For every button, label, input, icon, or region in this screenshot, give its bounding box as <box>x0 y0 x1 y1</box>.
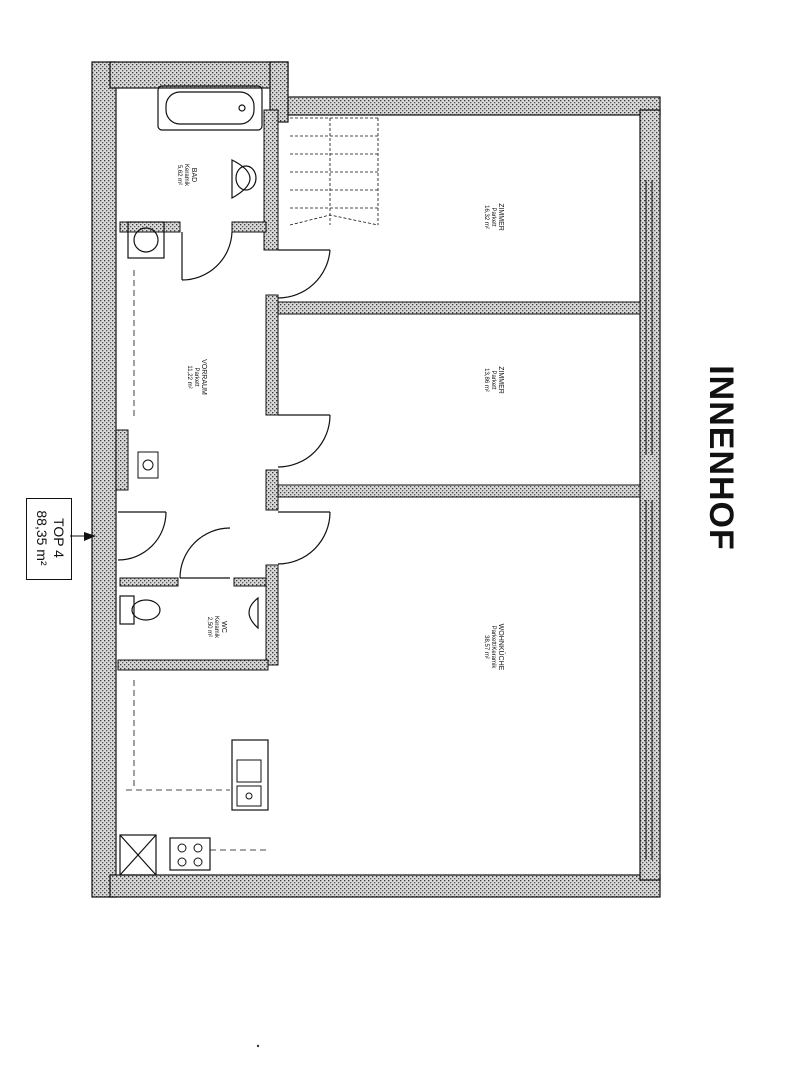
room-floor: Parkett <box>489 370 496 390</box>
room-label-zimmer-2: ZIMMER Parkett 13,86 m² <box>470 350 504 410</box>
kitchen-walls <box>119 739 269 876</box>
interior-walls <box>115 109 641 671</box>
room-name: BAD <box>190 167 197 183</box>
courtyard-windows <box>645 180 653 860</box>
room-label-vorraum: VORRAUM Parkett 11,22 m² <box>173 347 207 407</box>
washing-machine-icon <box>127 221 165 259</box>
room-label-wc: WC Keramik 2,50 m² <box>193 597 227 657</box>
unit-area: 88,35 m² <box>34 510 50 566</box>
doors <box>117 231 331 579</box>
ceiling-lines <box>126 270 268 851</box>
stove-icon <box>177 843 203 867</box>
room-label-zimmer-1: ZIMMER Parkett 16,32 m² <box>470 187 504 247</box>
room-area: 5,62 m² <box>176 164 183 186</box>
room-floor: Parkett <box>192 367 199 387</box>
room-name: ZIMMER <box>497 203 504 231</box>
unit-box <box>26 498 72 580</box>
kitchen-sink-icon <box>236 759 262 807</box>
room-area: 2,50 m² <box>206 616 213 638</box>
exterior-walls <box>91 61 661 898</box>
bathtub-icon <box>157 85 263 131</box>
room-floor: Keramik <box>212 615 219 638</box>
entrance-arrow-icon <box>70 532 96 541</box>
room-floor: Keramik <box>182 163 189 186</box>
room-area: 13,86 m² <box>483 368 490 392</box>
room-name: ZIMMER <box>497 366 504 394</box>
room-area: 16,32 m² <box>483 205 490 229</box>
room-label-wohnkueche: WOHNKÜCHE Parkett/Keramik 38,57 m² <box>470 611 504 683</box>
unit-name: TOP 4 <box>51 518 67 558</box>
room-floor: Parkett <box>489 207 496 227</box>
boiler-icon <box>137 451 159 479</box>
unit-label: TOP 4 88,35 m² <box>31 495 67 581</box>
room-area: 38,57 m² <box>483 635 490 659</box>
room-name: WOHNKÜCHE <box>497 623 504 671</box>
room-name: VORRAUM <box>200 359 207 395</box>
room-area: 11,22 m² <box>186 365 193 389</box>
toilet-icon <box>119 595 161 625</box>
room-floor: Parkett/Keramik <box>489 625 496 669</box>
staircase <box>289 117 379 226</box>
washbasin-icon <box>231 159 257 200</box>
room-name: WC <box>220 621 227 633</box>
stray-mark <box>256 1044 260 1048</box>
courtyard-label: INNENHOF <box>702 365 740 551</box>
room-label-bad: BAD Keramik 5,62 m² <box>163 145 197 205</box>
wc-basin-icon <box>248 596 259 630</box>
